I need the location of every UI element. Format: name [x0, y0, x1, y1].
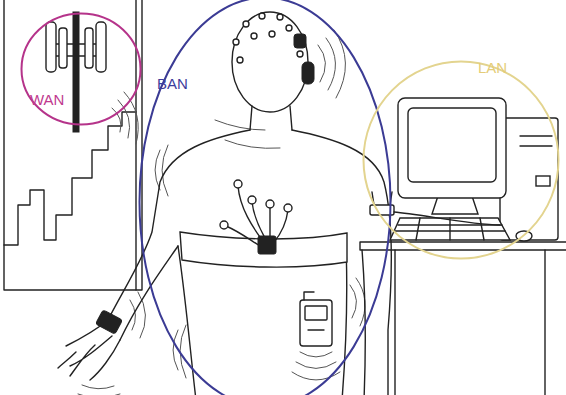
person: [58, 12, 391, 395]
lead-wire: [252, 202, 266, 240]
network-zone: BAN: [138, 0, 392, 395]
neck: [290, 106, 292, 130]
electrode: [251, 33, 257, 39]
antenna-tower: [46, 12, 106, 132]
device-screen: [305, 306, 327, 320]
electrode: [233, 39, 239, 45]
antenna-panel: [96, 22, 106, 72]
torso-left: [178, 246, 196, 395]
zone-outline: [138, 0, 392, 395]
zone-label: WAN: [30, 92, 64, 108]
network-zone: LAN: [362, 60, 560, 260]
keyboard: [390, 218, 510, 240]
wave-arc: [225, 140, 280, 148]
chest-belt: [180, 232, 347, 267]
computer-tower: [500, 118, 558, 240]
window-frame-inner: [135, 0, 136, 290]
electrode: [234, 180, 242, 188]
zone-outline: [362, 60, 560, 260]
tower-mast: [73, 12, 79, 132]
wave-arc: [326, 38, 336, 90]
zone-ellipse: [364, 62, 559, 259]
device-body: [300, 300, 332, 346]
lead-wire: [269, 206, 270, 238]
wrist-sensor: [96, 310, 123, 334]
electrode: [266, 200, 274, 208]
wave-arc: [350, 285, 357, 318]
router-cable: [394, 212, 500, 225]
electrode: [269, 31, 275, 37]
electrode: [220, 221, 228, 229]
monitor-screen: [408, 108, 496, 182]
neck: [250, 106, 252, 130]
drive-slot: [520, 145, 552, 146]
left-arm-inner: [120, 246, 178, 340]
wave-arc: [78, 394, 120, 395]
zone-label: LAN: [478, 60, 507, 76]
lead-wire: [238, 186, 262, 240]
drive-slot: [520, 135, 552, 136]
window-frame: [4, 0, 142, 290]
eeg-module: [294, 34, 306, 48]
wave-arc: [318, 45, 326, 82]
keyboard-keys: [395, 218, 505, 240]
wave-arc: [118, 100, 130, 138]
zone-label: BAN: [157, 76, 188, 92]
wave-arc: [82, 385, 114, 389]
workstation: [360, 98, 566, 395]
device-button: [308, 329, 324, 330]
right-arm-inner: [362, 250, 365, 395]
radio-waves: [78, 30, 365, 395]
desk-leg: [544, 250, 545, 395]
window: [4, 0, 142, 290]
antenna-panel: [59, 28, 67, 68]
electrode: [243, 21, 249, 27]
electrode: [284, 204, 292, 212]
city-skyline: [4, 112, 136, 245]
electrode: [259, 13, 265, 19]
wave-arc: [215, 120, 265, 130]
lead-wire: [226, 226, 260, 246]
wave-arc: [162, 145, 168, 196]
pocket-device: [300, 292, 332, 346]
electrode: [277, 14, 283, 20]
device-clip: [304, 292, 314, 300]
torso-right: [342, 246, 347, 395]
zone-ellipse: [22, 14, 141, 125]
wave-arc: [180, 325, 186, 378]
electrode: [248, 196, 256, 204]
electrode: [286, 25, 292, 31]
electrode: [237, 57, 243, 63]
monitor: [398, 98, 506, 198]
wave-arc: [334, 30, 346, 98]
desk-top: [360, 242, 566, 250]
desk-leg: [394, 250, 395, 395]
ecg-leads: [220, 180, 292, 254]
eeg-electrodes: [233, 13, 303, 63]
ecg-sensor-node: [258, 236, 276, 254]
antenna-panel: [85, 28, 93, 68]
network-zone: WAN: [20, 12, 142, 126]
electrode: [297, 51, 303, 57]
left-arm-outer: [108, 130, 250, 320]
drive-slot: [536, 176, 550, 186]
head: [232, 12, 308, 112]
antenna-panel: [46, 22, 56, 72]
wave-arc: [300, 352, 332, 357]
wave-arc: [296, 362, 336, 369]
zone-ellipse: [140, 0, 391, 395]
earpiece: [302, 62, 314, 84]
zone-outline: [20, 12, 142, 126]
